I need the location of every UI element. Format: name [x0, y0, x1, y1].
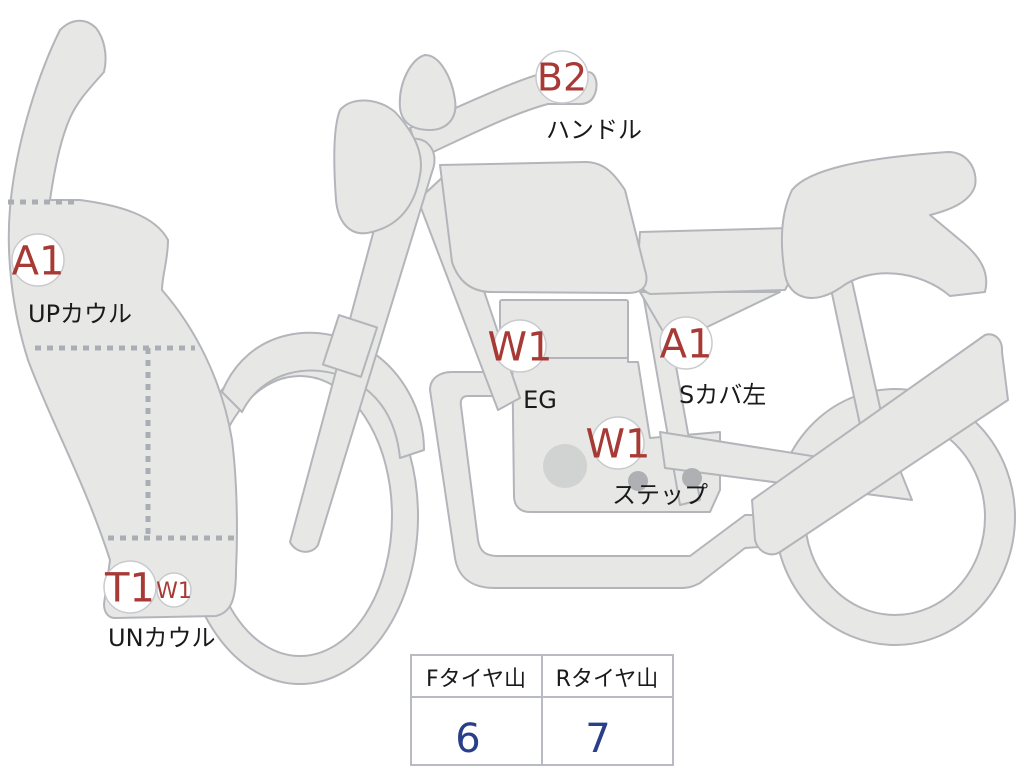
seat: [636, 227, 801, 295]
part-label: ステップ: [612, 481, 708, 509]
marker-circle: [11, 233, 65, 287]
front-tread-value: 6: [455, 716, 480, 762]
damage-code: A1: [12, 238, 65, 284]
damage-code: B2: [537, 56, 587, 100]
damage-code: W1: [586, 421, 651, 467]
engine-cover: [543, 444, 587, 488]
marker-circle: [659, 316, 713, 370]
mirror: [398, 54, 457, 131]
damage-code: T1: [104, 565, 155, 611]
fork-slider: [321, 314, 379, 378]
damage-marker-step: W1 ステップ: [586, 416, 708, 509]
marker-circle: [156, 572, 192, 608]
part-label: EG: [523, 386, 557, 414]
fuel-tank: [439, 161, 648, 294]
front-cowl: [7, 19, 238, 619]
marker-circle: [591, 416, 645, 470]
step-peg: [628, 471, 648, 491]
marker-circle: [535, 50, 589, 104]
damage-code: A1: [660, 321, 713, 367]
marker-circle: [103, 560, 157, 614]
exhaust-pipe: [429, 371, 791, 589]
part-label: ハンドル: [546, 116, 642, 144]
step-peg: [682, 468, 702, 488]
tail-cowl: [780, 151, 988, 299]
part-label: UPカウル: [28, 300, 132, 328]
tread-table: Fタイヤ山 Rタイヤ山 6 7: [410, 654, 674, 766]
rear-shock: [751, 333, 1009, 556]
damage-marker-handle: B2 ハンドル: [535, 50, 642, 144]
damage-code: W1: [156, 579, 192, 604]
rear-tread-value: 7: [585, 716, 610, 762]
damage-marker-under-cowl-secondary: W1: [156, 572, 192, 608]
front-tread-header: Fタイヤ山: [426, 667, 526, 692]
marker-circle: [493, 319, 547, 373]
part-label: Sカバ左: [679, 381, 766, 409]
damage-code: W1: [488, 324, 553, 370]
part-label: UNカウル: [108, 624, 216, 652]
headlight: [333, 99, 422, 235]
rear-tread-header: Rタイヤ山: [556, 667, 659, 692]
